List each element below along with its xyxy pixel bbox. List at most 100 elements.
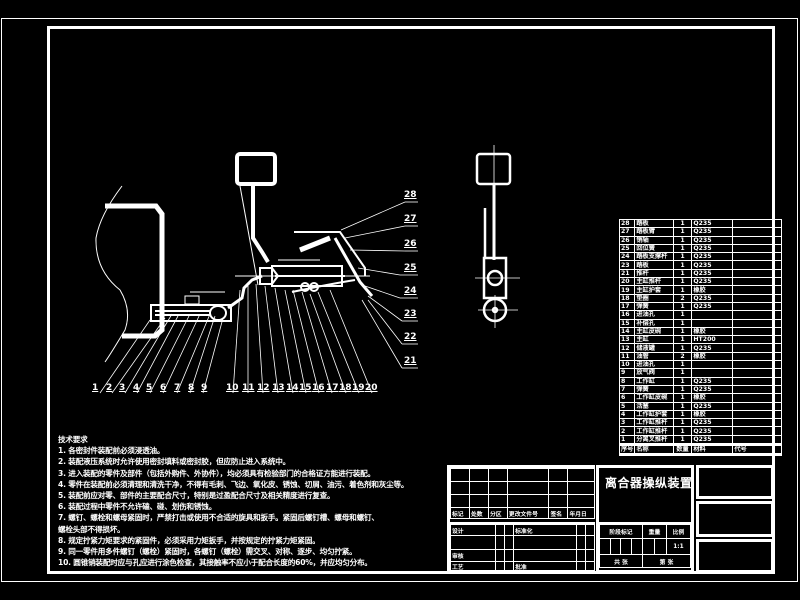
bom-cell-no: 16 [618,310,636,320]
bom-cell-name: 主缸 [634,335,674,345]
revision-table: 标记 处数 分区 更改文件号 签名 年月日 [450,468,595,519]
bom-cell-material: Q235 [691,384,734,395]
master-cylinder [235,259,370,292]
bom-cell-qty: 1 [672,243,693,254]
callout-16: 16 [312,383,325,393]
bom-cell-remark [732,368,782,378]
bom-cell-no: 25 [618,243,636,254]
bom-cell-qty: 1 [672,384,693,395]
bom-cell-no: 15 [618,318,636,328]
bom-cell-remark [732,409,782,420]
callout-6: 6 [160,383,167,393]
bom-cell-qty: 1 [672,426,693,436]
callout-15: 15 [299,383,312,393]
callout-leaders-right [340,201,418,369]
bom-cell-material [691,310,734,320]
bom-cell-name: 主缸皮碗 [634,326,674,337]
title-block-title [596,465,694,573]
bom-cell-material: Q235 [691,376,734,386]
bom-cell-remark [732,301,782,312]
bom-cell-remark [732,235,782,245]
bom-cell-no: 23 [618,260,636,270]
callout-12: 12 [257,383,270,393]
bom-cell-name: 回位簧 [634,243,674,254]
bom-cell-qty: 1 [672,235,693,245]
bom-cell-name: 推杆 [634,268,674,279]
bom-cell-material: 橡胶 [691,326,734,337]
bom-cell-material: 橡胶 [691,351,734,362]
bom-cell-material [691,360,734,370]
bom-cell-no: 21 [618,268,636,279]
hydraulic-line [227,274,263,310]
slave-cylinder [150,291,232,322]
callout-28: 28 [404,190,417,200]
bom-cell-remark [732,293,782,303]
tech-heading: 技术要求 [58,435,88,444]
bom-cell-remark [732,268,782,279]
clutch-housing [95,185,165,363]
bom-cell-remark [732,393,782,403]
bom-cell-material: Q235 [691,426,734,436]
callout-7: 7 [174,383,181,393]
tech-item: 6. 装配过程中零件不允许磕、碰、划伤和锈蚀。 [58,502,217,512]
bom-cell-no: 19 [618,285,636,295]
bom-cell-material: Q235 [691,434,734,446]
bom-cell-remark [732,360,782,370]
bom-cell-name: 垫圈 [634,293,674,303]
bom-cell-qty: 1 [672,252,693,262]
bom-cell-name: 工作缸皮碗 [634,393,674,403]
callout-24: 24 [404,286,417,296]
tech-item: 10. 圆锥销装配时应与孔应进行涂色检查，其接触率不应小于配合长度的60%，并应… [58,558,372,568]
bom-cell-material: 橡胶 [691,409,734,420]
callout-leaders-bottom [99,283,373,394]
bom-cell-material: Q235 [691,227,734,237]
bom-cell-material: Q235 [691,268,734,279]
bom-header-row: 序号名称数量材料代号 [618,442,782,457]
bom-cell-material: 橡胶 [691,285,734,295]
bom-cell-no: 8 [618,376,636,386]
bom-cell-material: Q235 [691,277,734,287]
bom-cell-qty: 1 [672,401,693,411]
bom-cell-name: 储液罐 [634,343,674,353]
bom-cell-qty: 1 [672,393,693,403]
bom-cell-material: Q235 [691,293,734,303]
approval-table: 设计 标准化 审核 工艺 批准 [450,522,596,572]
bom-cell-qty: 1 [672,301,693,312]
bom-cell-no: 9 [618,368,636,378]
bom-cell-material: Q235 [691,260,734,270]
tech-item: 5. 装配前应对零、部件的主要配合尺寸，特别是过盈配合尺寸及相关精度进行复查。 [58,491,335,501]
label-standardize: 标准化 [513,523,577,536]
callout-26: 26 [404,239,417,249]
bom-cell-qty: 1 [672,218,693,229]
bom-cell-name: 销轴 [634,235,674,245]
bom-cell-name: 工作缸推杆 [634,426,674,436]
bom-cell-no: 28 [618,218,636,229]
tech-item: 8. 规定拧紧力矩要求的紧固件，必须采用力矩扳手，并按规定的拧紧力矩紧固。 [58,535,320,545]
bom-cell-material: Q235 [691,301,734,312]
bom-cell-name: 踏板 [634,218,674,229]
pedal-side-view [475,145,520,328]
bom-cell-no: 12 [618,343,636,353]
callout-19: 19 [352,383,365,393]
callout-18: 18 [339,383,352,393]
bom-cell-remark [732,310,782,320]
callout-25: 25 [404,263,417,273]
bom-cell-material: 橡胶 [691,393,734,403]
bom-cell-name: 进油孔 [634,310,674,320]
bom-cell-remark [732,227,782,237]
bom-cell-qty: 1 [672,360,693,370]
bom-cell-no: 18 [618,293,636,303]
bom-cell-no: 11 [618,351,636,362]
label-scale: 比例 [665,523,692,539]
label-mark: 标记 [450,507,470,519]
label-weight: 重量 [641,523,667,539]
bom-cell-qty: 1 [672,434,693,446]
